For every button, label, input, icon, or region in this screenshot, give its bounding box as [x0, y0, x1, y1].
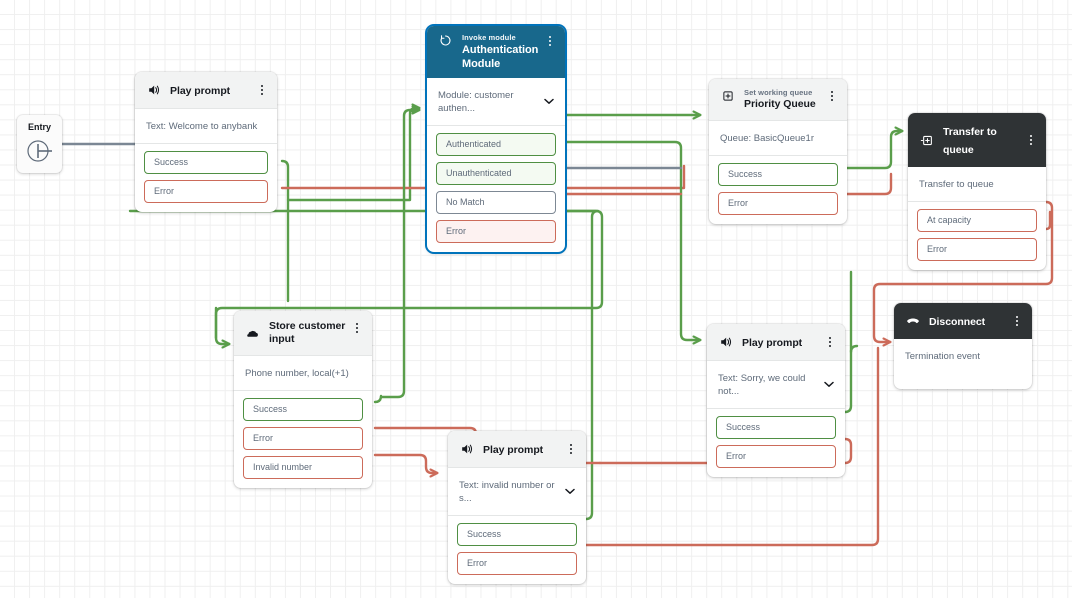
node-title: Play prompt: [483, 444, 544, 456]
node-menu-icon[interactable]: [544, 33, 556, 49]
port-success[interactable]: Success: [457, 523, 577, 546]
node-menu-icon[interactable]: [824, 334, 836, 350]
node-body-text: Text: Sorry, we could not...: [718, 373, 806, 397]
node-header: Set working queue Priority Queue: [709, 79, 847, 121]
chevron-down-icon[interactable]: [565, 488, 575, 497]
node-title: Transfer to queue: [943, 126, 997, 156]
node-disconnect[interactable]: Disconnect Termination event: [894, 303, 1032, 389]
node-title: Play prompt: [170, 85, 231, 97]
node-title: Priority Queue: [744, 98, 816, 110]
node-ports: Success Error Invalid number: [234, 391, 372, 488]
edge-sorry-success: [843, 344, 859, 414]
node-store-customer-input[interactable]: Store customer input Phone number, local…: [234, 311, 372, 488]
node-ports: Success Error: [135, 144, 277, 212]
node-menu-icon[interactable]: [256, 82, 268, 98]
entry-node[interactable]: Entry: [17, 115, 62, 173]
node-body-text: Queue: BasicQueue1r: [720, 133, 815, 144]
port-no-match[interactable]: No Match: [436, 191, 556, 214]
edge-store-success: [373, 110, 419, 404]
node-title: Play prompt: [742, 337, 803, 349]
node-ports: Success Error: [707, 409, 845, 477]
node-header: Play prompt: [448, 431, 586, 468]
port-error[interactable]: Error: [718, 192, 838, 215]
edge-play-welcome-success: [280, 108, 419, 202]
port-error[interactable]: Error: [917, 238, 1037, 261]
node-play-prompt-invalid[interactable]: Play prompt Text: invalid number or s...…: [448, 431, 586, 584]
node-transfer-to-queue[interactable]: Transfer to queue Transfer to queue At c…: [908, 113, 1046, 270]
node-title: Authentication Module: [462, 44, 539, 70]
node-play-prompt-sorry[interactable]: Play prompt Text: Sorry, we could not...…: [707, 324, 845, 477]
entry-label: Entry: [27, 122, 51, 132]
port-success[interactable]: Success: [718, 163, 838, 186]
edge-pq-error: [845, 172, 893, 196]
chevron-down-icon[interactable]: [824, 381, 834, 390]
node-header: Disconnect: [894, 303, 1032, 339]
node-body-text: Transfer to queue: [919, 179, 994, 190]
port-at-capacity[interactable]: At capacity: [917, 209, 1037, 232]
node-ports: At capacity Error: [908, 202, 1046, 270]
edge-invalid-success: [584, 209, 600, 521]
node-header: Play prompt: [707, 324, 845, 361]
node-ports: Authenticated Unauthenticated No Match E…: [427, 126, 565, 252]
node-subtitle: Set working queue: [744, 88, 813, 97]
port-error[interactable]: Error: [436, 220, 556, 243]
port-success[interactable]: Success: [144, 151, 268, 174]
node-menu-icon[interactable]: [1011, 313, 1023, 329]
node-menu-icon[interactable]: [351, 320, 363, 336]
edge-pq-success: [845, 131, 902, 170]
port-authenticated[interactable]: Authenticated: [436, 133, 556, 156]
node-body: Transfer to queue: [908, 167, 1046, 202]
node-play-prompt-welcome[interactable]: Play prompt Text: Welcome to anybank Suc…: [135, 72, 277, 212]
speaker-icon: [718, 335, 733, 350]
node-body: Text: Welcome to anybank: [135, 109, 277, 144]
node-body[interactable]: Text: invalid number or s...: [448, 468, 586, 516]
node-header: Invoke module Authentication Module: [427, 26, 565, 78]
set-working-queue-icon: [720, 88, 735, 103]
node-body-text: Text: invalid number or s...: [459, 480, 555, 504]
chevron-down-icon[interactable]: [544, 98, 554, 107]
port-error[interactable]: Error: [457, 552, 577, 575]
store-customer-input-icon: [245, 326, 260, 341]
node-ports: Success Error: [709, 156, 847, 224]
transfer-to-queue-icon: [919, 133, 934, 148]
flow-start-icon: [25, 136, 55, 171]
node-body-text: Phone number, local(+1): [245, 368, 349, 379]
node-authentication-module[interactable]: Invoke module Authentication Module Modu…: [427, 26, 565, 252]
node-body: Termination event: [894, 339, 1032, 389]
port-unauthenticated[interactable]: Unauthenticated: [436, 162, 556, 185]
node-menu-icon[interactable]: [565, 441, 577, 457]
edge-ttq-error: [1044, 210, 1052, 231]
port-error[interactable]: Error: [144, 180, 268, 203]
port-success[interactable]: Success: [716, 416, 836, 439]
node-body: Phone number, local(+1): [234, 356, 372, 391]
port-error[interactable]: Error: [716, 445, 836, 468]
disconnect-icon: [905, 314, 920, 329]
node-menu-icon[interactable]: [826, 88, 838, 104]
edge-auth-unauthenticated: [564, 140, 700, 340]
node-body[interactable]: Text: Sorry, we could not...: [707, 361, 845, 409]
node-header: Transfer to queue: [908, 113, 1046, 167]
node-body[interactable]: Module: customer authen...: [427, 78, 565, 126]
node-header: Store customer input: [234, 311, 372, 356]
node-body: Queue: BasicQueue1r: [709, 121, 847, 156]
node-priority-queue[interactable]: Set working queue Priority Queue Queue: …: [709, 79, 847, 224]
node-subtitle: Invoke module: [462, 33, 516, 42]
edge-store-invalid: [373, 453, 437, 473]
node-header: Play prompt: [135, 72, 277, 109]
speaker-icon: [146, 83, 161, 98]
node-title: Disconnect: [929, 316, 986, 328]
port-invalid-number[interactable]: Invalid number: [243, 456, 363, 479]
speaker-icon: [459, 442, 474, 457]
node-body-text: Module: customer authen...: [438, 90, 514, 114]
node-body-text: Text: Welcome to anybank: [146, 121, 258, 132]
node-menu-icon[interactable]: [1025, 132, 1037, 148]
node-title: Store customer input: [269, 320, 346, 345]
port-error[interactable]: Error: [243, 427, 363, 450]
node-body-text: Termination event: [905, 351, 980, 362]
invoke-module-icon: [438, 33, 453, 48]
node-ports: Success Error: [448, 516, 586, 584]
port-success[interactable]: Success: [243, 398, 363, 421]
